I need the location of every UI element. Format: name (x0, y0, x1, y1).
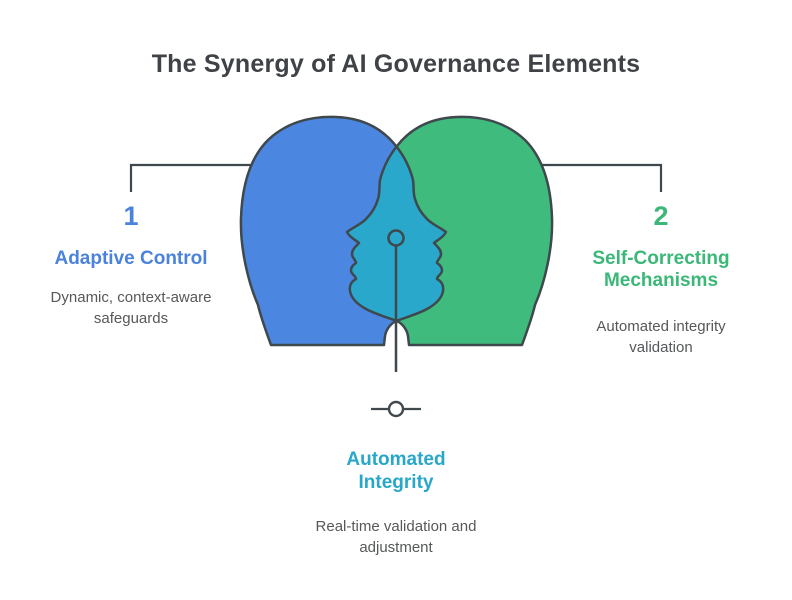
pin-circle-icon (387, 229, 405, 247)
item-description: Automated integrity validation (596, 318, 726, 356)
right-bracket-connector (531, 163, 663, 192)
item-description: Real-time validation and adjustment (315, 518, 477, 556)
item-adaptive-control: 1 Adaptive Control Dynamic, context-awar… (16, 200, 246, 329)
left-bracket-connector (129, 163, 262, 192)
item-automated-integrity: Automated Integrity Real-time validation… (281, 448, 511, 558)
node-marker-icon (371, 400, 421, 418)
page-title: The Synergy of AI Governance Elements (151, 50, 641, 78)
item-self-correcting-mechanisms: 2 Self-Correcting Mechanisms Automated i… (546, 200, 776, 358)
item-number: 2 (653, 201, 669, 231)
item-heading: Automated Integrity (346, 449, 446, 493)
item-heading: Self-Correcting Mechanisms (592, 248, 730, 291)
item-description: Dynamic, context-aware safeguards (50, 289, 212, 327)
item-number: 1 (123, 201, 139, 231)
item-heading: Adaptive Control (54, 248, 208, 269)
